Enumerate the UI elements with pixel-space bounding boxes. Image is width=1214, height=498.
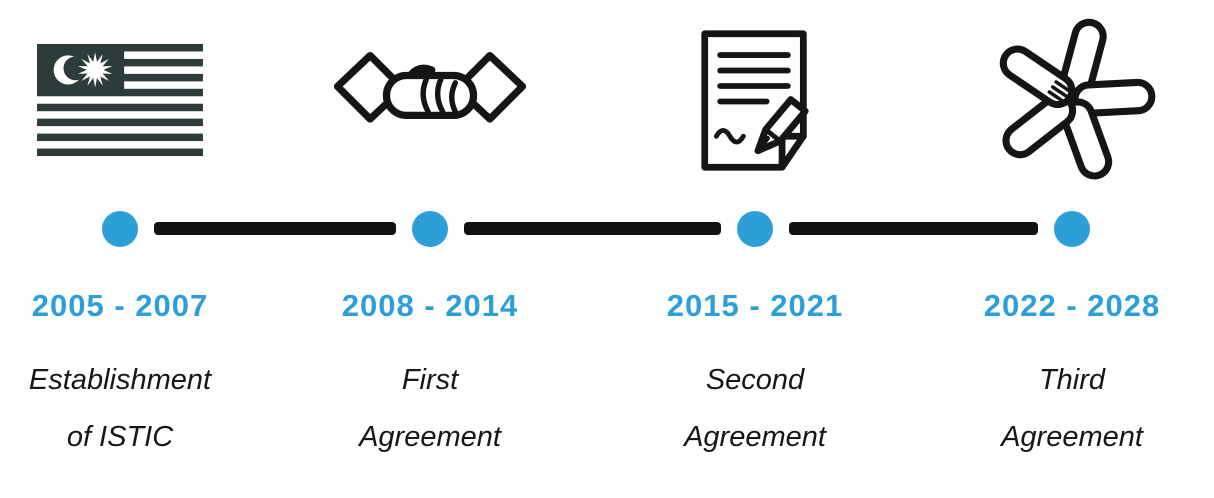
- milestone-label: Second Agreement: [595, 352, 915, 466]
- handshake-icon: [270, 0, 590, 200]
- hands-together-icon: [912, 0, 1214, 200]
- milestone-years: 2022 - 2028: [983, 288, 1161, 323]
- timeline-dot: [102, 211, 138, 247]
- timeline-line-segment: [464, 222, 721, 235]
- milestone-label-line1: Second: [705, 364, 805, 396]
- milestone-label: Third Agreement: [912, 352, 1214, 466]
- milestone-label-line2: Agreement: [684, 421, 826, 453]
- milestone-label: Establishment of ISTIC: [0, 352, 280, 466]
- timeline-line-segment: [789, 222, 1038, 235]
- milestone-label-line2: Agreement: [359, 421, 501, 453]
- milestone-label-line2: of ISTIC: [66, 421, 174, 453]
- milestone-label-line1: Establishment: [28, 364, 212, 396]
- milestone-first-agreement: 2008 - 2014 First Agreement: [270, 0, 590, 498]
- document-pen-icon: [595, 0, 915, 200]
- milestone-label-line1: First: [401, 364, 459, 396]
- timeline-dot: [1054, 211, 1090, 247]
- milestone-years: 2015 - 2021: [666, 288, 844, 323]
- timeline-dot: [412, 211, 448, 247]
- milestone-second-agreement: 2015 - 2021 Second Agreement: [595, 0, 915, 498]
- milestone-years: 2005 - 2007: [31, 288, 209, 323]
- milestone-third-agreement: 2022 - 2028 Third Agreement: [912, 0, 1214, 498]
- timeline-dot: [737, 211, 773, 247]
- milestone-years: 2008 - 2014: [341, 288, 519, 323]
- milestone-establishment: 2005 - 2007 Establishment of ISTIC: [0, 0, 280, 498]
- timeline-line-segment: [154, 222, 396, 235]
- milestone-label-line2: Agreement: [1001, 421, 1143, 453]
- malaysia-flag-icon: [0, 0, 280, 200]
- milestone-label-line1: Third: [1038, 364, 1106, 396]
- milestone-label: First Agreement: [270, 352, 590, 466]
